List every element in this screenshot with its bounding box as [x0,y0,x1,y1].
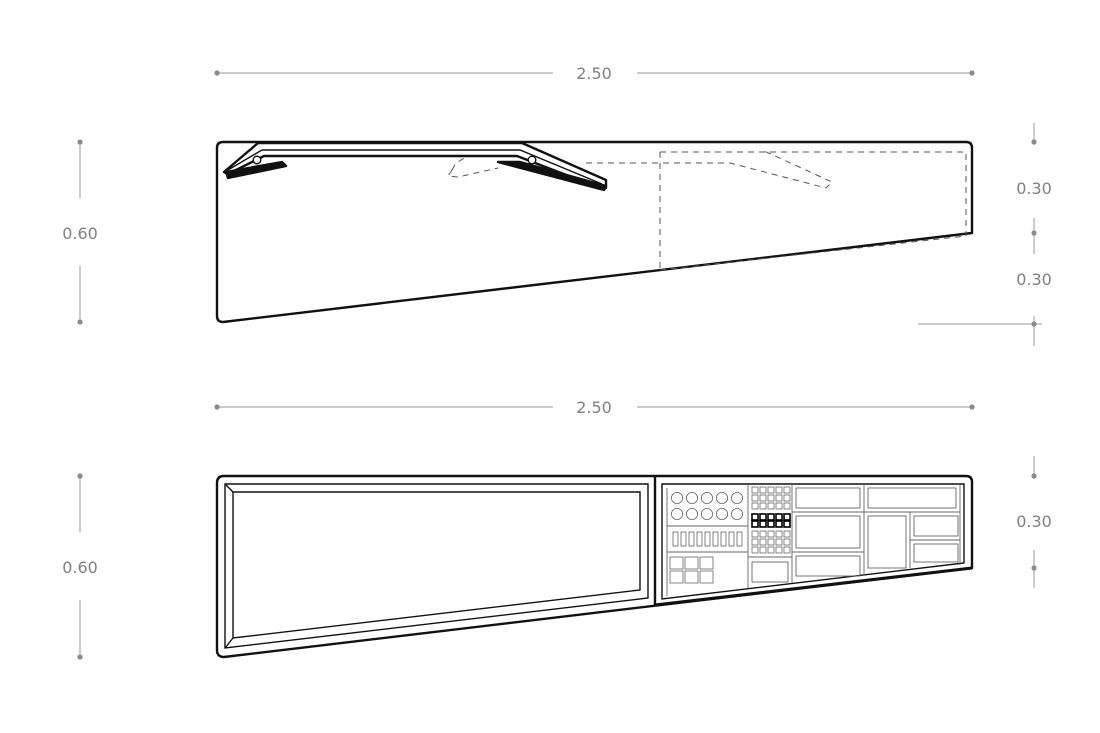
elevation-width-dimension: 2.50 [214,64,975,83]
plan-right-dimension: 0.30 [1016,456,1052,588]
elevation-hidden-lines [447,149,967,271]
elevation-body-outline [215,140,974,324]
elevation-lower-right-label: 0.30 [1016,270,1052,289]
plan-view: 2.50 0.60 0.30 [62,398,1052,660]
elevation-view: 2.50 0.60 0.30 0.30 [62,64,1052,346]
plan-lid-panel [224,483,649,649]
handle-right-arm [496,160,608,192]
plan-width-dimension: 2.50 [214,398,975,417]
elevation-width-label: 2.50 [576,64,612,83]
handle-left-foot [224,160,288,180]
right-pivot [527,155,537,165]
left-pivot [252,155,262,165]
elevation-right-dimension: 0.30 0.30 [918,123,1052,346]
plan-body-outline [215,474,974,659]
elevation-height-label: 0.60 [62,224,98,243]
slim-slots [672,531,743,547]
plan-height-label: 0.60 [62,558,98,577]
elevation-upper-right-label: 0.30 [1016,179,1052,198]
plan-right-label: 0.30 [1016,512,1052,531]
tray-front-edge [654,566,973,607]
plan-height-dimension: 0.60 [62,473,98,660]
tray-inner-outline [661,483,965,600]
plan-width-label: 2.50 [576,398,612,417]
elevation-height-dimension: 0.60 [62,139,98,325]
round-pots [671,491,744,520]
tray-compartments [666,484,961,596]
small-grid-cells [751,486,791,554]
elevation-handle-assembly [222,141,608,192]
square-cells [669,556,714,584]
